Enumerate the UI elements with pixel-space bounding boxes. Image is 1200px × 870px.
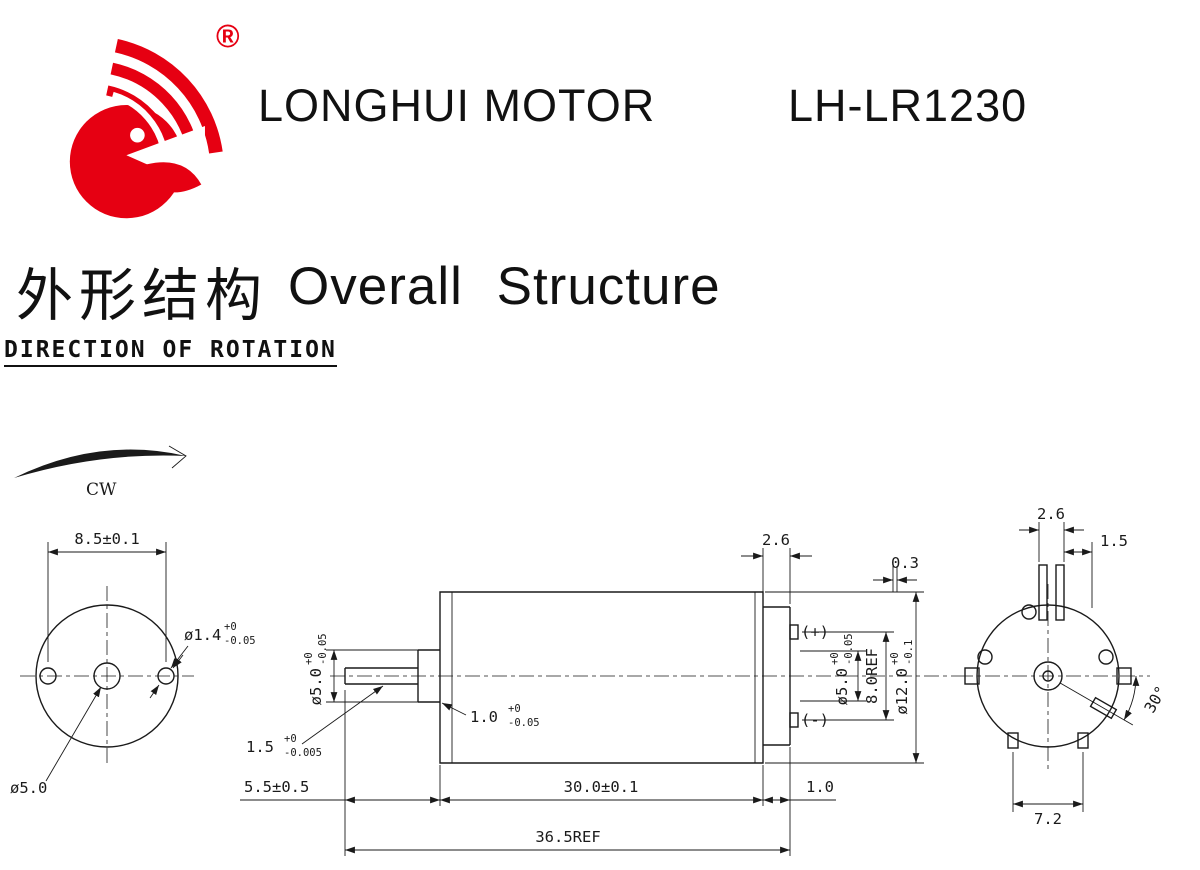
side-view: (+) (-) ø5.0 +0 -0.05 1.5 +0 -0.005 bbox=[240, 531, 958, 856]
dim-terminal-pitch: 8.0REF bbox=[802, 631, 894, 721]
cw-label: CW bbox=[86, 480, 117, 500]
rear-bottom-tab-right bbox=[1077, 732, 1089, 749]
svg-text:1.5: 1.5 bbox=[1100, 532, 1128, 550]
registered-mark: ® bbox=[216, 18, 240, 54]
dim-boss-length: 1.0 +0 -0.05 bbox=[441, 702, 540, 729]
rear-side-tab-left bbox=[964, 667, 980, 685]
technical-drawing: CW 8.5±0.1 ø1.4 +0 -0.05 bbox=[10, 445, 1170, 856]
positive-terminal-tab bbox=[789, 624, 799, 640]
svg-text:ø1.4: ø1.4 bbox=[184, 626, 221, 644]
svg-text:-0.05: -0.05 bbox=[508, 717, 540, 729]
front-bearing-boss bbox=[417, 649, 440, 703]
dim-front-hole-dia: ø1.4 +0 -0.05 bbox=[149, 621, 256, 699]
motor-shaft bbox=[344, 667, 418, 685]
svg-text:+0: +0 bbox=[224, 621, 237, 633]
dim-shaft-length: 5.5±0.5 bbox=[244, 778, 309, 796]
dim-rear-terminal-width: 2.6 bbox=[1019, 505, 1084, 562]
dim-rear-terminal-offset: 1.5 bbox=[1064, 532, 1128, 608]
svg-text:ø5.0: ø5.0 bbox=[833, 668, 851, 705]
svg-text:+0: +0 bbox=[284, 733, 297, 745]
rear-end-view: 30° 2.6 1.5 7.2 bbox=[958, 505, 1170, 828]
dim-rear-bottom-span: 7.2 bbox=[1012, 752, 1084, 828]
end-cap bbox=[763, 606, 799, 746]
svg-text:+0: +0 bbox=[889, 652, 901, 665]
dim-overall-length: 36.5REF bbox=[535, 828, 600, 846]
dim-front-hole-pitch: 8.5±0.1 bbox=[47, 530, 167, 662]
dim-body-dia: ø12.0 +0 -0.1 bbox=[765, 591, 924, 764]
svg-text:7.2: 7.2 bbox=[1034, 810, 1062, 828]
cw-arrowhead-icon bbox=[168, 445, 187, 469]
svg-text:1.5: 1.5 bbox=[246, 738, 274, 756]
dim-bottom-chain: 5.5±0.5 30.0±0.1 1.0 36.5REF bbox=[240, 690, 836, 856]
svg-text:-0.1: -0.1 bbox=[903, 640, 915, 665]
rear-bottom-tab-left bbox=[1007, 732, 1019, 749]
svg-text:-0.005: -0.005 bbox=[284, 747, 322, 759]
svg-text:2.6: 2.6 bbox=[1037, 505, 1065, 523]
brand-title: LONGHUI MOTOR bbox=[258, 80, 656, 131]
angled-slot bbox=[1059, 682, 1134, 726]
dim-cap-width: 2.6 bbox=[741, 531, 812, 604]
dim-body-length: 30.0±0.1 bbox=[564, 778, 639, 796]
dim-slot-angle: 30° bbox=[1141, 683, 1171, 716]
svg-text:1.0: 1.0 bbox=[470, 708, 498, 726]
rear-hole-left bbox=[977, 649, 993, 665]
svg-text:ø12.0: ø12.0 bbox=[893, 668, 911, 715]
logo-bird bbox=[69, 91, 205, 219]
dim-terminal-thickness: 0.3 bbox=[873, 554, 919, 592]
svg-text:0.3: 0.3 bbox=[891, 554, 919, 572]
section-title-english: Overall Structure bbox=[288, 257, 721, 316]
rear-terminal-left bbox=[1038, 564, 1048, 621]
front-end-view: CW 8.5±0.1 ø1.4 +0 -0.05 bbox=[10, 445, 256, 797]
dim-rear-boss-dia: ø5.0 +0 -0.05 bbox=[800, 633, 866, 705]
svg-text:-0.05: -0.05 bbox=[317, 633, 329, 665]
rear-hole-right bbox=[1098, 649, 1114, 665]
rear-terminal-right bbox=[1055, 564, 1065, 621]
svg-text:-0.05: -0.05 bbox=[843, 633, 855, 665]
section-title-chinese: 外形结构 bbox=[16, 263, 268, 329]
svg-text:ø5.0: ø5.0 bbox=[307, 668, 325, 705]
dim-shaft-dia: 1.5 +0 -0.005 bbox=[246, 685, 384, 759]
negative-terminal-tab bbox=[789, 712, 799, 728]
svg-text:8.0REF: 8.0REF bbox=[863, 648, 881, 704]
svg-text:-0.05: -0.05 bbox=[224, 635, 256, 647]
dim-cap-protrusion: 1.0 bbox=[806, 778, 834, 796]
longhui-logo bbox=[69, 39, 223, 219]
logo-eye bbox=[130, 127, 145, 143]
cw-rotation-arc bbox=[14, 449, 186, 478]
rear-hole-top bbox=[1021, 604, 1037, 620]
svg-text:2.6: 2.6 bbox=[762, 531, 790, 549]
direction-of-rotation-label: DIRECTION OF ROTATION bbox=[4, 337, 337, 367]
svg-text:ø5.0: ø5.0 bbox=[10, 779, 47, 797]
svg-text:+0: +0 bbox=[829, 652, 841, 665]
model-number: LH-LR1230 bbox=[788, 80, 1028, 131]
svg-text:+0: +0 bbox=[303, 652, 315, 665]
dim-front-boss-dia: ø5.0 +0 -0.05 bbox=[303, 633, 418, 705]
svg-text:8.5±0.1: 8.5±0.1 bbox=[74, 530, 139, 548]
svg-text:+0: +0 bbox=[508, 703, 521, 715]
dim-front-center-boss: ø5.0 bbox=[10, 686, 102, 797]
motor-body bbox=[439, 591, 764, 764]
